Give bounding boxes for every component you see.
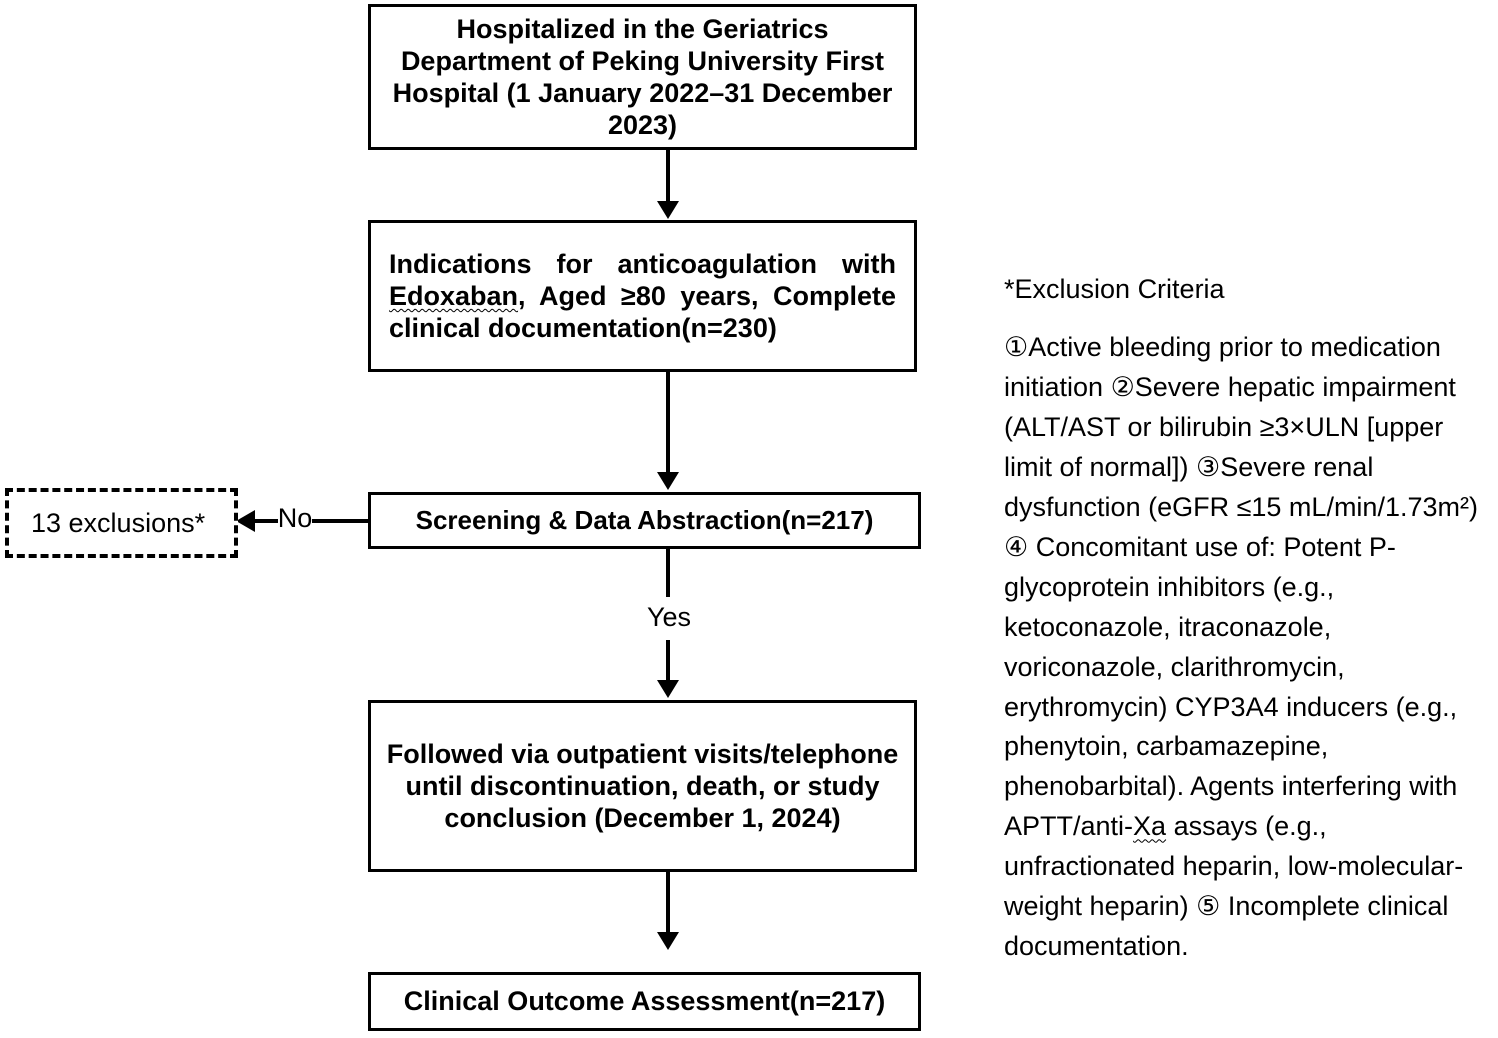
arrow-down-icon: [657, 201, 679, 219]
node-exclusions-label: 13 exclusions*: [31, 507, 206, 538]
arrow-down-icon: [657, 472, 679, 490]
exclusion-criteria-title: *Exclusion Criteria: [1004, 274, 1225, 304]
spellcheck-word-xa: Xa: [1133, 811, 1167, 842]
node-exclusions: 13 exclusions*: [5, 488, 238, 558]
node-hospitalized: Hospitalized in the Geriatrics Departmen…: [368, 4, 917, 150]
node-followed-label: Followed via outpatient visits/telephone…: [386, 738, 899, 834]
exclusion-criteria-body: ①Active bleeding prior to medication ini…: [1004, 328, 1492, 967]
node-outcome-label: Clinical Outcome Assessment(n=217): [403, 986, 886, 1017]
spellcheck-word-edoxaban: Edoxaban: [389, 280, 519, 311]
node-indications-text-before: Indications for anticoagulation with: [389, 248, 896, 279]
node-hospitalized-label: Hospitalized in the Geriatrics Departmen…: [392, 13, 893, 141]
exclusion-criteria-part1: ①Active bleeding prior to medication ini…: [1004, 331, 1478, 842]
arrow-down-icon: [657, 680, 679, 698]
node-indications-label: Indications for anticoagulation with Edo…: [371, 248, 914, 344]
connector-screening-to-exclusions-right: [312, 519, 370, 523]
connector-yes-to-followed: [666, 640, 670, 682]
node-followed: Followed via outpatient visits/telephone…: [368, 700, 917, 872]
node-indications: Indications for anticoagulation with Edo…: [368, 220, 917, 372]
node-screening: Screening & Data Abstraction(n=217): [368, 492, 921, 549]
connector-indications-to-screening: [666, 372, 670, 474]
node-outcome: Clinical Outcome Assessment(n=217): [368, 972, 921, 1031]
edge-label-yes: Yes: [646, 602, 692, 632]
node-indications-text-after: , Aged ≥80 years, Complete clinical docu…: [389, 280, 896, 344]
exclusion-criteria-panel: *Exclusion Criteria ①Active bleeding pri…: [1004, 270, 1492, 967]
edge-label-no: No: [277, 503, 313, 533]
connector-screening-to-yes: [666, 549, 670, 597]
node-screening-label: Screening & Data Abstraction(n=217): [415, 505, 874, 536]
arrow-left-icon: [236, 510, 255, 532]
connector-screening-to-exclusions-left: [254, 519, 278, 523]
exclusion-criteria-part2: assays (e.g., unfractionated heparin, lo…: [1004, 811, 1464, 962]
connector-hospitalized-to-indications: [666, 150, 670, 204]
connector-followed-to-outcome: [666, 872, 670, 934]
arrow-down-icon: [657, 932, 679, 950]
